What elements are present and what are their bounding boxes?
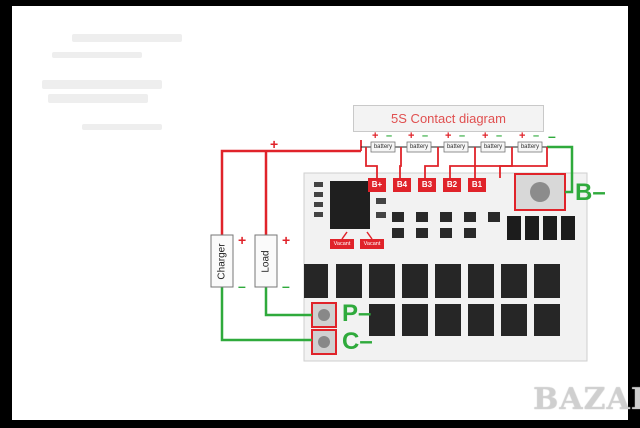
vacant-label: Vacant: [333, 241, 351, 247]
board-components: [304, 174, 575, 354]
vacant-label: Vacant: [363, 241, 381, 247]
top-plus: +: [270, 136, 279, 152]
b-minus-label: B–: [575, 179, 606, 206]
load-box: [254, 234, 278, 288]
cell-pin-label: B4: [396, 180, 408, 189]
charger-box: [210, 234, 234, 288]
watermark-logo: BAZAR: [533, 382, 640, 417]
battery-label: battery: [409, 144, 429, 150]
c-minus-label: C–: [342, 328, 373, 355]
battery-label: battery: [483, 144, 503, 150]
string-minus: –: [548, 128, 556, 144]
load-label: Load: [260, 250, 272, 273]
battery-minus: –: [496, 130, 503, 142]
vacant-boxes: [330, 239, 384, 249]
battery-minus: –: [422, 130, 429, 142]
battery-minus: –: [386, 130, 393, 142]
battery-plus: +: [482, 130, 489, 142]
cell-pin-label: B+: [371, 180, 383, 189]
charger-minus: –: [238, 278, 246, 294]
charger-plus: +: [238, 232, 247, 248]
wiring-diagram: [210, 140, 588, 362]
p-minus-label: P–: [342, 300, 372, 327]
load-plus: +: [282, 232, 291, 248]
positive-wires: [220, 149, 361, 235]
faded-background-text: [42, 34, 182, 130]
diagram-title: 5S Contact diagram: [353, 105, 544, 132]
battery-label: battery: [373, 144, 393, 150]
charger-label: Charger: [216, 243, 228, 280]
battery-label: battery: [520, 144, 540, 150]
battery-plus: +: [519, 130, 526, 142]
load-minus: –: [282, 278, 290, 294]
cell-pin-label: B3: [421, 180, 433, 189]
battery-string: [360, 140, 548, 178]
battery-minus: –: [459, 130, 466, 142]
cell-pin-boxes: [368, 178, 486, 192]
image-frame: 5S Contact diagram: [12, 6, 640, 420]
battery-plus: +: [445, 130, 452, 142]
battery-minus: –: [533, 130, 540, 142]
c-minus-pad-outline: [311, 329, 337, 355]
battery-plus: +: [372, 130, 379, 142]
negative-wires: [220, 145, 574, 342]
cell-pin-label: B2: [446, 180, 458, 189]
cell-pin-label: B1: [471, 180, 483, 189]
battery-label: battery: [446, 144, 466, 150]
battery-plus: +: [408, 130, 415, 142]
